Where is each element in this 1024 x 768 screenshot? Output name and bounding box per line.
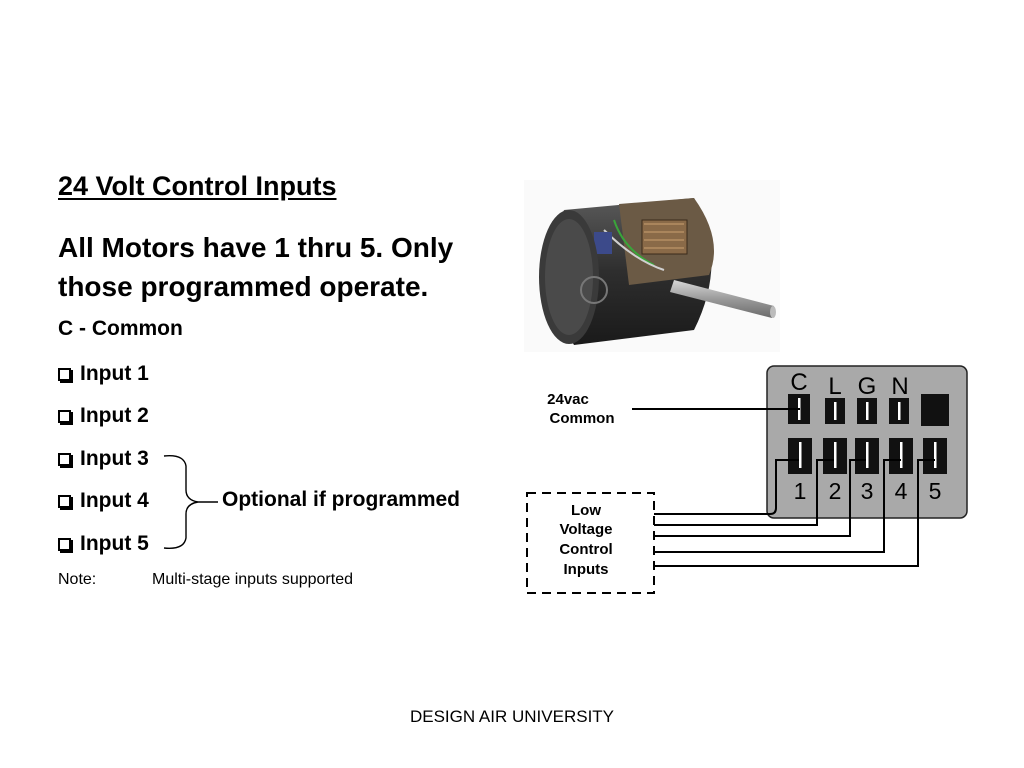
top-pin-g (857, 398, 877, 424)
input-4-label: Input 4 (80, 489, 149, 512)
top-pin-n (889, 398, 909, 424)
terminal-label-g: G (858, 373, 877, 400)
control-label-line4: Inputs (564, 561, 609, 578)
input-5-item: Input 5 (58, 532, 149, 556)
note-text: Multi-stage inputs supported (152, 571, 353, 588)
terminal-label-l: L (828, 373, 841, 400)
wire-input-1 (654, 459, 799, 515)
checkbox-icon (58, 367, 71, 381)
keyed-pin-block (921, 394, 949, 426)
input-1-label: Input 1 (80, 362, 149, 385)
optional-note: Optional if programmed (222, 488, 461, 511)
checkbox-icon (58, 494, 71, 508)
terminal-number-3: 3 (861, 478, 874, 504)
input-2-item: Input 2 (58, 404, 149, 428)
wire-input-3 (654, 459, 866, 537)
checkbox-icon (58, 452, 71, 466)
terminal-label-c: C (790, 369, 807, 396)
common-wire-label-line1: 24vac (547, 391, 589, 408)
wiring-diagram: C L G N 1 2 3 4 5 24vac Common Low Volta… (526, 365, 968, 594)
input-3-item: Input 3 (58, 447, 149, 471)
checkbox-icon (58, 537, 71, 551)
input-4-item: Input 4 (58, 489, 149, 513)
terminal-number-1: 1 (794, 478, 807, 504)
terminal-number-4: 4 (895, 478, 908, 504)
note-label: Note: (58, 571, 97, 588)
curly-brace-icon (163, 455, 218, 549)
wire-input-4 (654, 459, 901, 553)
footer-text: DESIGN AIR UNIVERSITY (409, 707, 615, 726)
ecm-motor-image (524, 180, 780, 352)
terminal-number-5: 5 (929, 478, 942, 504)
wire-input-5 (654, 459, 935, 567)
common-label: C - Common (58, 317, 183, 340)
wire-input-2 (654, 459, 834, 526)
input-1-item: Input 1 (58, 362, 149, 386)
input-2-label: Input 2 (80, 404, 149, 427)
control-label-line2: Voltage (559, 521, 612, 538)
bottom-pin-5 (923, 438, 947, 474)
terminal-number-2: 2 (829, 478, 842, 504)
bottom-pin-2 (823, 438, 847, 474)
input-wires (654, 459, 935, 567)
control-label-line3: Control (559, 541, 612, 558)
slide-subheading: All Motors have 1 thru 5. Only those pro… (58, 232, 454, 302)
top-pin-l (825, 398, 845, 424)
common-wire-label-line2: Common (550, 410, 615, 427)
control-label-line1: Low (571, 502, 601, 519)
slide-heading: 24 Volt Control Inputs (58, 171, 337, 201)
checkbox-icon (58, 409, 71, 423)
bottom-pin-3 (855, 438, 879, 474)
bottom-pin-1 (788, 438, 812, 474)
bottom-pin-4 (889, 438, 913, 474)
terminal-label-n: N (891, 373, 908, 400)
control-input-box (526, 492, 655, 594)
input-5-label: Input 5 (80, 532, 149, 555)
input-3-label: Input 3 (80, 447, 149, 470)
